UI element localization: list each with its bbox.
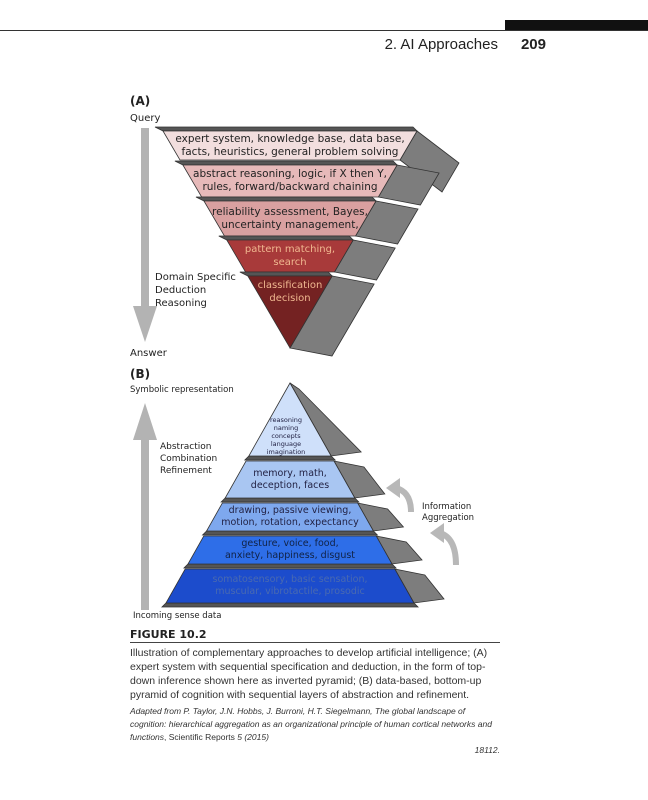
credit-authors: Adapted from P. Taylor, J.N. Hobbs, J. B… bbox=[130, 706, 375, 716]
up-arrow-icon bbox=[133, 403, 157, 610]
pyramid-a-layer bbox=[182, 164, 398, 198]
layer-text-line: imagination bbox=[266, 448, 306, 456]
layer-text-line: language bbox=[270, 440, 302, 448]
right-label-line: Information bbox=[422, 502, 472, 512]
credit-volume: 5 (2015) bbox=[237, 732, 269, 742]
pyramid-layer-text: gesture, voice, food,anxiety, happiness,… bbox=[225, 538, 355, 562]
pyramid-b-bottom-edge bbox=[161, 602, 419, 608]
layer-text-line: anxiety, happiness, disgust bbox=[224, 550, 356, 561]
pyramid-a-top-edge bbox=[154, 126, 418, 132]
panel-b-label: (B) bbox=[130, 367, 151, 381]
figure-graphics bbox=[133, 126, 460, 610]
layer-text-line: memory, math, bbox=[253, 467, 327, 479]
side-label-line: Deduction bbox=[155, 285, 207, 296]
layer-text-line: pattern matching, bbox=[244, 244, 336, 255]
layer-text-line: muscular, vibrotactile, prosodic bbox=[215, 586, 365, 597]
pyramid-b-bottom-edge bbox=[243, 455, 337, 461]
credit-title: The global landscape of cognition: hiera… bbox=[130, 706, 492, 742]
pyramid-layer-text: abstract reasoning, logic, if X then Y,r… bbox=[193, 168, 387, 194]
aggregation-arrowhead-icon bbox=[430, 523, 444, 543]
credit-journal: , Scientific Reports bbox=[164, 732, 238, 742]
pyramid-layer-text: memory, math,deception, faces bbox=[251, 468, 329, 492]
header-bar bbox=[505, 20, 648, 30]
pyramid-a-layer bbox=[247, 275, 333, 349]
pyramid-b-layer bbox=[248, 382, 332, 457]
layer-text-line: reasoning bbox=[269, 416, 303, 424]
incoming-sense-data-label: Incoming sense data bbox=[133, 611, 222, 621]
figure-rule bbox=[130, 642, 500, 643]
pyramid-a-layer bbox=[162, 130, 418, 161]
pyramid-b-bottom-edge bbox=[201, 530, 379, 536]
figure-label: FIGURE 10.2 bbox=[130, 628, 207, 641]
right-label-line: Aggregation bbox=[422, 513, 475, 523]
header-rule bbox=[0, 30, 648, 31]
pyramid-a-layer bbox=[226, 239, 354, 273]
pyramid-a-top-edge bbox=[218, 235, 355, 241]
layer-text-line: abstract reasoning, logic, if X then Y, bbox=[193, 168, 387, 180]
pyramid-layer-text: expert system, knowledge base, data base… bbox=[175, 133, 404, 159]
panel-a-label: (A) bbox=[130, 94, 151, 108]
figure-caption: Illustration of complementary approaches… bbox=[130, 647, 488, 701]
layer-text-line: rules, forward/backward chaining bbox=[202, 181, 378, 193]
page-number: 209 bbox=[520, 36, 546, 53]
layer-text-line: somatosensory, basic sensation, bbox=[212, 574, 368, 585]
symbolic-representation-label: Symbolic representation bbox=[130, 385, 234, 395]
panel-a-side-label: Domain Specific Deduction Reasoning bbox=[155, 271, 236, 310]
side-label-line: Domain Specific bbox=[155, 272, 236, 283]
figure-credit: Adapted from P. Taylor, J.N. Hobbs, J. B… bbox=[130, 705, 500, 757]
pyramid-a-top-edge bbox=[195, 196, 377, 202]
layer-text-line: reliability assessment, Bayes, bbox=[212, 205, 368, 218]
layer-text-line: uncertainty management, bbox=[221, 218, 359, 231]
pyramid-layer-text: pattern matching, search bbox=[245, 243, 335, 269]
pyramid-a-top-edge bbox=[239, 271, 334, 277]
pyramid-b-layer bbox=[187, 535, 393, 565]
pyramid-layer-text: somatosensory, basic sensation,muscular,… bbox=[212, 574, 367, 598]
information-aggregation-label: Information Aggregation bbox=[422, 502, 474, 524]
layer-text-line: facts, heuristics, general problem solvi… bbox=[181, 145, 399, 158]
pyramid-b-bottom-edge bbox=[183, 563, 397, 569]
down-arrow-icon bbox=[133, 128, 157, 342]
pyramid-a-layer bbox=[203, 200, 377, 237]
layer-text-line: gesture, voice, food, bbox=[241, 538, 339, 549]
panel-b-side-label: Abstraction Combination Refinement bbox=[160, 441, 217, 477]
side-label-line: Abstraction bbox=[160, 442, 212, 452]
pyramid-b-layer bbox=[224, 460, 356, 499]
layer-text-line: expert system, knowledge base, data base… bbox=[175, 132, 405, 145]
layer-text-line: naming bbox=[273, 424, 299, 432]
layer-text-line: deception, faces bbox=[250, 479, 330, 491]
layer-text-line: decision bbox=[269, 293, 311, 304]
layer-text-line: search bbox=[273, 257, 307, 268]
pyramid-layer-text: reliability assessment, Bayes,uncertaint… bbox=[212, 206, 368, 232]
layer-text-line: concepts bbox=[271, 432, 301, 440]
pyramid-a-top-edge bbox=[174, 160, 399, 166]
aggregation-arrowhead-icon bbox=[386, 478, 400, 498]
query-label: Query bbox=[130, 113, 161, 124]
layer-text-line: classification bbox=[257, 280, 323, 291]
pyramid-b-layer bbox=[165, 568, 415, 604]
pyramid-b-bottom-edge bbox=[220, 497, 360, 503]
pyramid-layer-text: drawing, passive viewing,motion, rotatio… bbox=[221, 505, 358, 529]
layer-text-line: motion, rotation, expectancy bbox=[221, 517, 359, 528]
answer-label: Answer bbox=[130, 348, 167, 359]
layer-text-line: drawing, passive viewing, bbox=[228, 505, 352, 516]
chapter-title: 2. AI Approaches bbox=[384, 36, 498, 53]
side-label-line: Refinement bbox=[160, 466, 212, 476]
credit-article: 18112. bbox=[474, 745, 500, 755]
side-label-line: Combination bbox=[160, 454, 218, 464]
pyramid-layer-text: classification decision bbox=[258, 279, 323, 305]
pyramid-b-layer bbox=[205, 502, 375, 532]
side-label-line: Reasoning bbox=[155, 298, 207, 309]
